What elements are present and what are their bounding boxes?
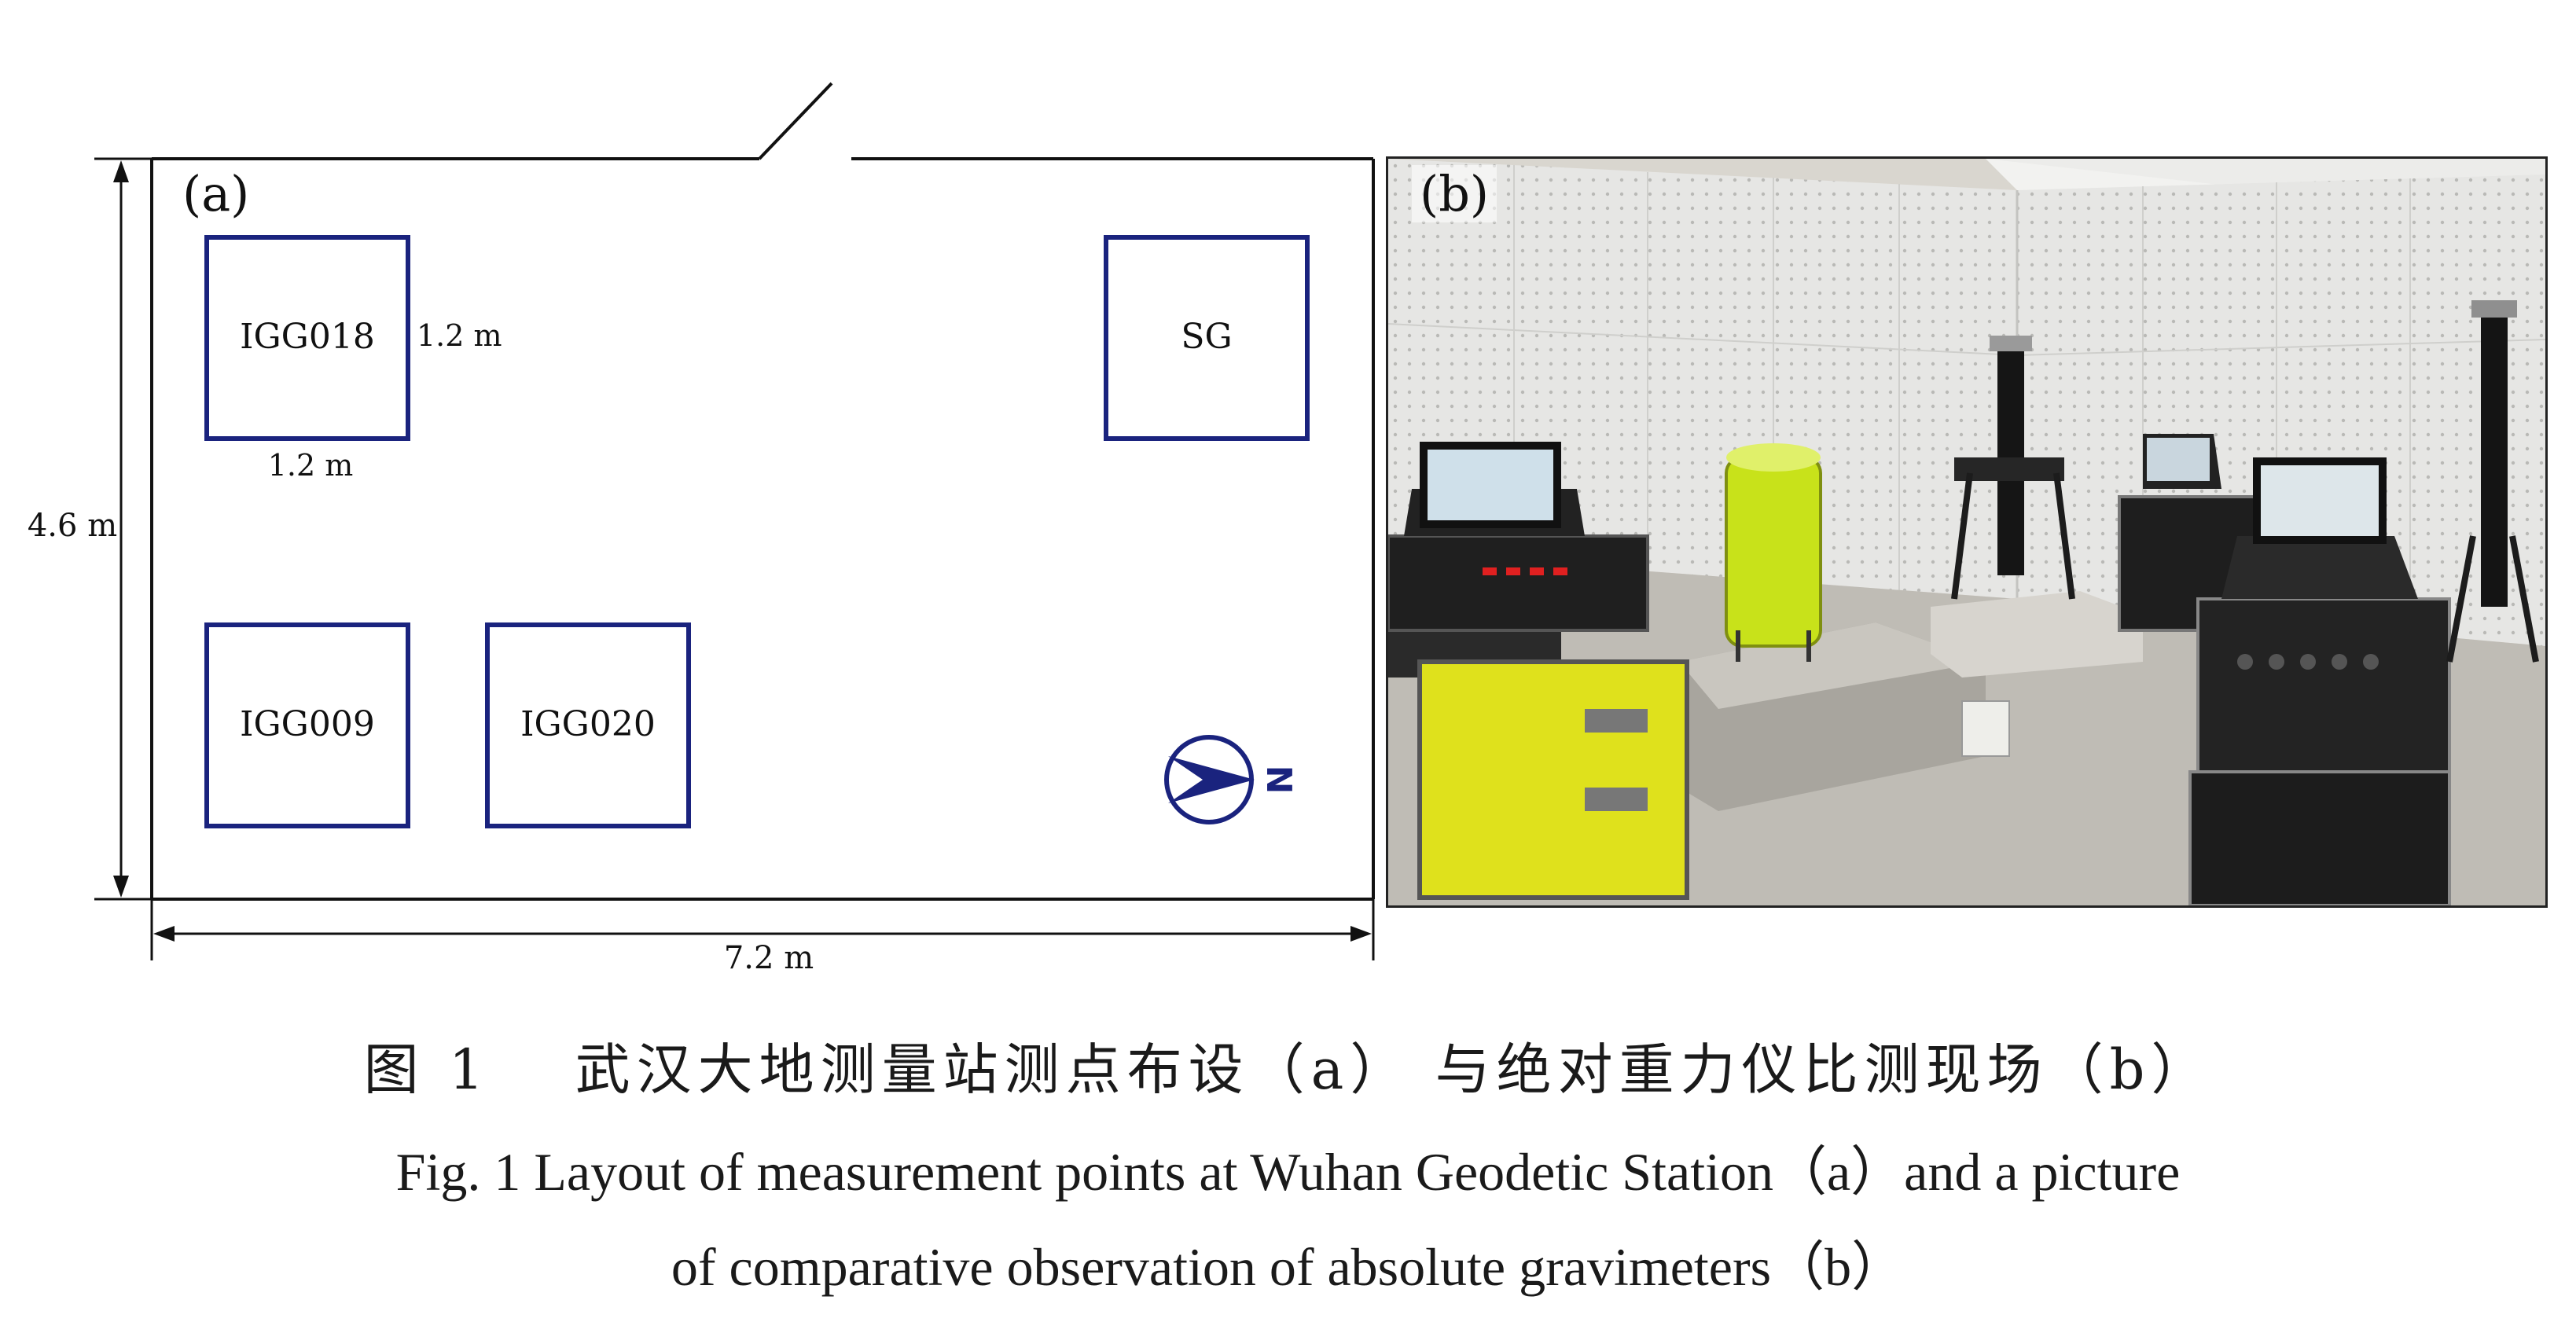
height-dimension <box>94 157 152 901</box>
point-sg-label: SG <box>1181 317 1232 357</box>
caption-chinese: 图 1 武汉大地测量站测点布设（a） 与绝对重力仪比测现场（b） <box>363 1037 2213 1102</box>
north-label: N <box>1259 766 1299 795</box>
point-igg018: IGG018 <box>204 235 410 441</box>
caption-english-line-2: of comparative observation of absolute g… <box>671 1237 1905 1297</box>
photo-panel: (b) <box>1386 156 2548 908</box>
point-igg020: IGG020 <box>485 622 691 828</box>
width-dimension <box>150 899 1375 960</box>
point-igg009: IGG009 <box>204 622 410 828</box>
point-igg018-bottom-dimension: 1.2 m <box>268 448 354 483</box>
room-outline <box>150 157 1375 901</box>
panel-a-label: (a) <box>182 165 249 222</box>
site-photo <box>1388 159 2545 905</box>
north-arrow-icon: N <box>1164 735 1299 824</box>
point-igg020-label: IGG020 <box>520 704 656 744</box>
point-igg018-label: IGG018 <box>240 317 375 357</box>
point-sg: SG <box>1104 235 1310 441</box>
point-igg018-side-dimension: 1.2 m <box>417 318 502 353</box>
panel-b-label: (b) <box>1412 165 1497 222</box>
width-label: 7.2 m <box>724 940 814 976</box>
point-igg009-label: IGG009 <box>240 704 375 744</box>
caption-english-line-1: Fig. 1 Layout of measurement points at W… <box>395 1142 2181 1202</box>
height-label: 4.6 m <box>28 508 117 544</box>
door-swing-line <box>758 82 833 160</box>
floor-plan-diagram: 4.6 m 7.2 m (a) IGG018 1.2 m 1.2 m SG IG… <box>28 82 1375 976</box>
